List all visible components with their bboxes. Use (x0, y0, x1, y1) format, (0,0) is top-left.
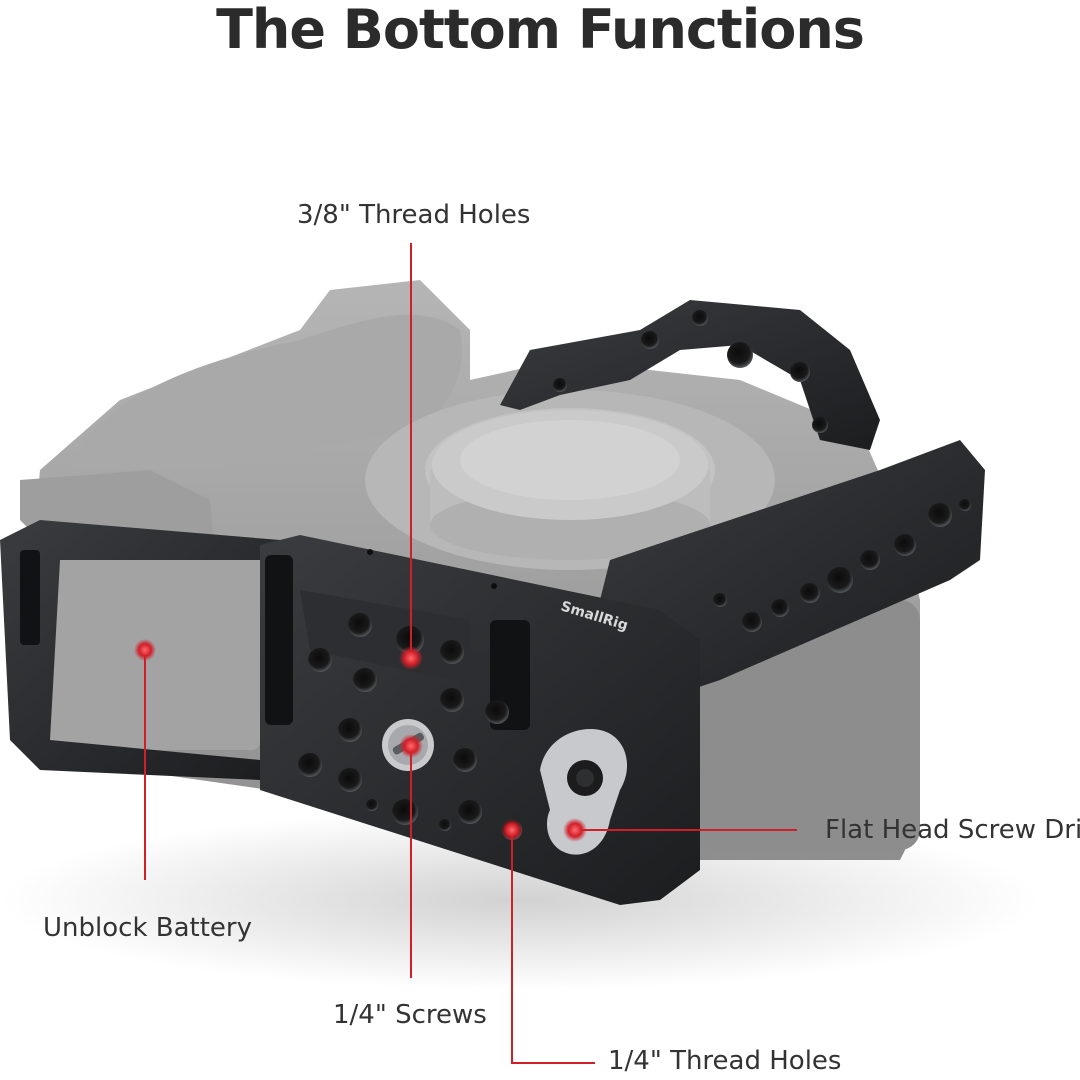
label-38-thread-holes: 3/8" Thread Holes (297, 200, 531, 230)
label-14-screws: 1/4" Screws (333, 1000, 487, 1030)
callout-lines (144, 243, 797, 1064)
cage-bottom-plate: SmallRig (0, 520, 700, 905)
marker-screwdriver (563, 818, 587, 842)
label-flat-head-screwdriver: Flat Head Screw Driv (825, 815, 1080, 845)
label-unblock-battery: Unblock Battery (43, 913, 252, 943)
cage-side-rail (600, 440, 985, 690)
marker-battery (134, 639, 156, 661)
marker-14-thread (501, 819, 523, 841)
callout-line-14-thread (511, 830, 595, 1064)
marker-38-thread (399, 646, 423, 670)
flat-head-screwdriver (540, 729, 628, 855)
page-title: The Bottom Functions (216, 0, 865, 61)
label-14-thread-holes: 1/4" Thread Holes (608, 1046, 842, 1076)
marker-screws (399, 734, 423, 758)
cage-top-handle (500, 300, 880, 450)
callout-markers (134, 639, 587, 842)
